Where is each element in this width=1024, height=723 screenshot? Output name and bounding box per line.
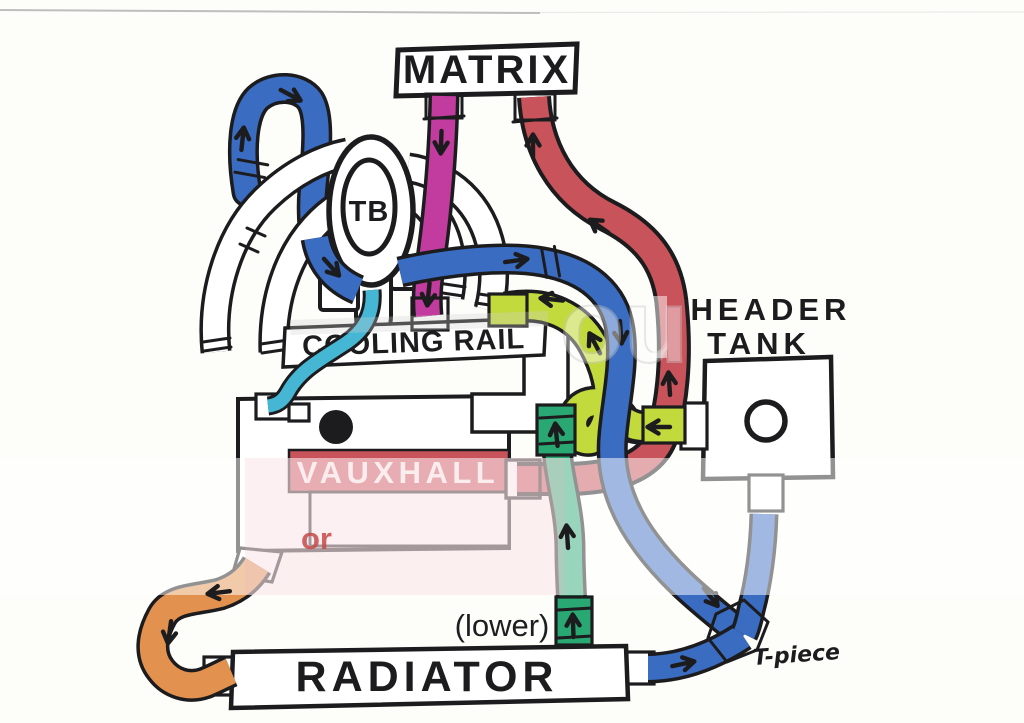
hose-tb-feed-loop — [227, 72, 333, 264]
matrix-port-collars — [422, 92, 559, 124]
engine-top-notch — [287, 402, 311, 423]
watermark-big-letters: ou — [560, 268, 688, 385]
tb-inner-oval — [340, 157, 398, 257]
watermark-fragments: or ou — [290, 267, 689, 556]
radiator-label: RADIATOR — [296, 653, 559, 701]
header-tank-label-line2: TANK — [707, 326, 811, 361]
scan-artifact-line — [0, 9, 1024, 14]
tank-chartreuse-connector — [641, 405, 687, 445]
thermostat-dot — [319, 410, 353, 444]
watermark-bar — [652, 296, 667, 358]
header-tank-label-line1: HEADER — [691, 292, 852, 327]
tb-label: TB — [349, 196, 390, 228]
rail-chartreuse-connector — [487, 292, 529, 328]
t-piece-fitting — [706, 598, 770, 664]
t-piece-label: T-piece — [752, 640, 841, 671]
hose-tb-bleed — [266, 289, 382, 416]
watermark-band — [0, 458, 1024, 595]
matrix-box: MATRIX — [393, 41, 580, 99]
hose-matrix-to-rail — [410, 95, 460, 332]
watermark-smudge — [290, 310, 549, 335]
watermark-or: or — [301, 521, 332, 556]
radiator-lower-note: (lower) — [455, 608, 550, 643]
header-tank-cap — [744, 399, 788, 443]
matrix-label: MATRIX — [403, 48, 571, 92]
header-tank: HEADER TANK — [679, 292, 852, 513]
manifold-shading-ticks — [201, 226, 508, 355]
